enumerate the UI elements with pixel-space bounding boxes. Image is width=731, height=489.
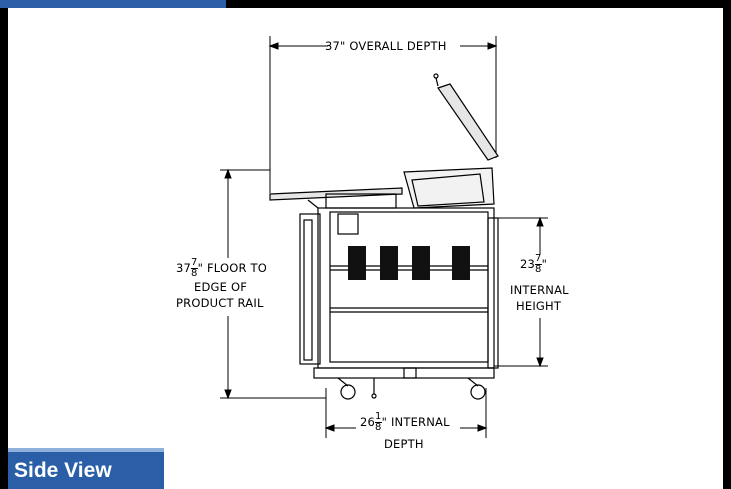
depth-suffix: " INTERNAL (381, 415, 450, 429)
side-panel (487, 217, 499, 369)
arrow-up-2 (536, 216, 544, 227)
height-whole: 23 (520, 257, 536, 271)
floor-den: 8 (191, 268, 198, 279)
arrow-right-2 (477, 424, 488, 432)
caption-box: Side View (8, 448, 164, 489)
arrow-down-2 (536, 357, 544, 368)
front-door (299, 213, 321, 365)
side-view-drawing (220, 36, 548, 438)
depth-whole: 26 (360, 415, 376, 429)
floor-suffix: " FLOOR TO (197, 261, 267, 275)
depth-den: 8 (375, 422, 382, 433)
caption-title: Side View (14, 459, 112, 482)
control-box (337, 213, 359, 235)
caster-right (470, 384, 486, 400)
depth-line2: DEPTH (384, 437, 424, 451)
depth-num: 1 (375, 411, 382, 422)
pan-well (403, 167, 495, 209)
cabinet-body (317, 207, 495, 369)
pan-3 (412, 246, 430, 280)
pan-1 (348, 246, 366, 280)
pan-4 (452, 246, 470, 280)
arrow-left-2 (324, 424, 335, 432)
height-line2: INTERNAL (510, 283, 569, 297)
arrow-left (268, 42, 279, 50)
arrow-up (224, 168, 232, 179)
height-suffix: " (541, 257, 548, 271)
header-tab (0, 0, 226, 8)
floor-whole: 37 (176, 261, 192, 275)
floor-line2: EDGE OF (194, 280, 248, 294)
lid (437, 83, 499, 161)
caster-left (340, 384, 356, 400)
top-ledge (325, 193, 397, 209)
height-line3: HEIGHT (516, 299, 562, 313)
arrow-right (487, 42, 498, 50)
height-num: 7 (535, 253, 542, 264)
pan-2 (380, 246, 398, 280)
height-den: 8 (535, 264, 542, 275)
arrow-down (224, 389, 232, 400)
floor-line3: PRODUCT RAIL (176, 296, 264, 310)
overall-depth-label: 37" OVERALL DEPTH (325, 39, 447, 53)
floor-num: 7 (191, 257, 198, 268)
